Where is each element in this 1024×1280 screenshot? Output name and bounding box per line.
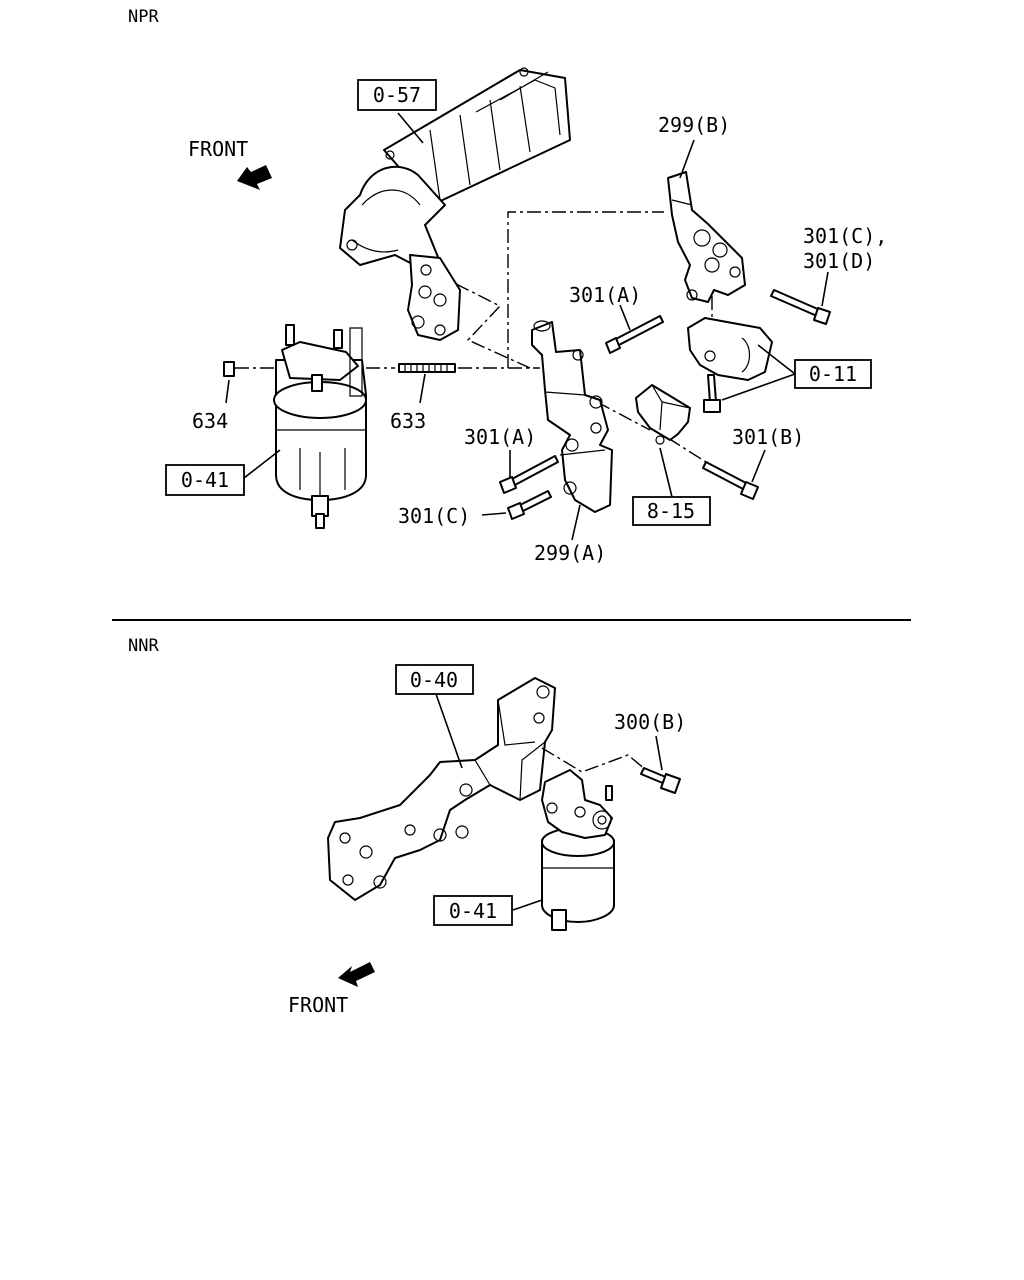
bolt-301cd-drawing	[770, 289, 831, 325]
egr-cooler-drawing	[339, 67, 571, 341]
bracket-299b-drawing	[667, 171, 746, 303]
leader-633	[419, 373, 426, 404]
label-633: 633	[390, 409, 426, 433]
leader-301c	[481, 512, 507, 516]
front-label-bottom: FRONT	[288, 993, 348, 1017]
leader-301a-top	[619, 304, 631, 331]
fuel-filter-drawing-bottom	[541, 769, 615, 931]
callout-box-815	[632, 496, 711, 526]
guide-line-a	[455, 283, 531, 369]
callout-box-011	[794, 359, 872, 389]
leader-300b	[655, 735, 663, 771]
leader-299b	[679, 139, 695, 179]
bracket-815-drawing	[635, 384, 691, 445]
label-300b: 300(B)	[614, 710, 686, 734]
label-299a: 299(A)	[534, 541, 606, 565]
callout-box-041-top	[165, 464, 245, 496]
label-301cd-line1: 301(C),	[803, 224, 887, 248]
leader-634	[225, 379, 230, 404]
fuel-filter-drawing-top	[273, 324, 367, 529]
bolt-301b-drawing	[702, 461, 759, 500]
callout-041-top: 0-41	[181, 468, 229, 492]
front-arrow-icon-bottom	[338, 962, 375, 987]
nut-634-drawing	[223, 361, 235, 377]
callout-040: 0-40	[410, 668, 458, 692]
front-label-top: FRONT	[188, 137, 248, 161]
section-label-npr: NPR	[128, 7, 159, 27]
leader-011-b	[721, 373, 796, 401]
callout-box-041-bottom	[433, 895, 513, 926]
bolt-011-drawing	[703, 374, 721, 413]
leader-041-bottom	[512, 899, 543, 911]
bracket-040-drawing	[327, 677, 556, 901]
bracket-299a-drawing	[531, 320, 613, 513]
leader-041-top	[243, 449, 281, 479]
bolt-301a-lower-drawing	[499, 455, 559, 494]
callout-815: 8-15	[647, 499, 695, 523]
bolt-300b-drawing	[640, 767, 681, 794]
leader-301b	[751, 449, 766, 483]
label-301cd-line2: 301(D)	[803, 249, 875, 273]
leader-011-a	[757, 344, 796, 375]
label-301b: 301(B)	[732, 425, 804, 449]
guide-line-b	[507, 211, 664, 368]
callout-041-bottom: 0-41	[449, 899, 497, 923]
callout-box-057	[357, 79, 437, 111]
stud-633-drawing	[398, 363, 456, 373]
label-634: 634	[192, 409, 228, 433]
leader-057	[397, 112, 424, 144]
section-label-nnr: NNR	[128, 636, 159, 656]
bolt-301a-upper-drawing	[605, 315, 664, 354]
callout-box-040	[395, 664, 474, 695]
callout-057: 0-57	[373, 83, 421, 107]
plate-011-drawing	[687, 317, 773, 381]
callout-011: 0-11	[809, 362, 857, 386]
label-301c: 301(C)	[398, 504, 470, 528]
leader-815	[659, 447, 673, 498]
label-299b: 299(B)	[658, 113, 730, 137]
leader-299a	[571, 504, 581, 541]
leader-301cd	[821, 271, 829, 307]
label-301a-bottom: 301(A)	[464, 425, 536, 449]
leader-040	[435, 693, 463, 769]
bolt-301c-drawing	[507, 490, 552, 520]
guide-line-e	[541, 747, 647, 773]
label-301a-top: 301(A)	[569, 283, 641, 307]
front-arrow-icon-top	[237, 165, 272, 190]
